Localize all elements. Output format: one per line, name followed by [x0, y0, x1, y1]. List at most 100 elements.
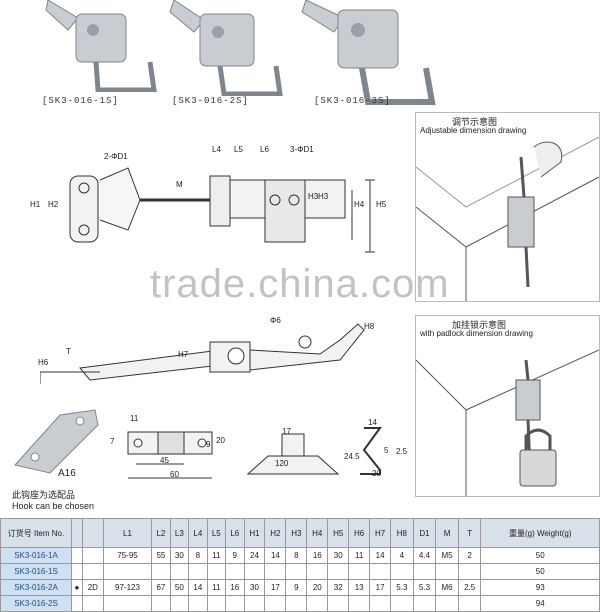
hook-note-cn: 此钩座为选配品 — [12, 491, 76, 501]
dim-c-5: 5 — [384, 446, 389, 455]
table-header-cell: D1 — [412, 518, 437, 548]
dim-h3-a: H3 — [308, 192, 319, 201]
part-b-drawing — [246, 433, 340, 475]
table-cell: 20 — [306, 579, 329, 596]
table-header-cell: M — [435, 518, 459, 548]
table-header-cell: L2 — [151, 518, 171, 548]
table-cell: 24 — [243, 547, 266, 564]
table-cell — [390, 595, 414, 612]
table-header-cell: 订货号 Item No. — [0, 518, 72, 548]
product-photo-3 — [298, 0, 438, 106]
table-cell — [285, 595, 308, 612]
table-cell: 16 — [225, 579, 245, 596]
item-number-cell: SK3-016-1S — [0, 563, 72, 580]
table-header-cell: H6 — [348, 518, 371, 548]
dim-h4: H4 — [354, 200, 365, 209]
dim-a-7: 7 — [110, 437, 115, 446]
table-cell — [369, 595, 392, 612]
table-cell — [188, 563, 208, 580]
dim-a-11: 11 — [130, 414, 139, 423]
table-cell: 50 — [480, 563, 600, 580]
product-caption-3: [SK3-016-3S] — [314, 96, 391, 106]
table-header-cell: L6 — [225, 518, 245, 548]
table-header-cell: H7 — [369, 518, 392, 548]
table-cell — [102, 595, 153, 612]
latch-photo-3-icon — [301, 0, 436, 105]
table-cell: 9 — [285, 579, 308, 596]
table-cell: 14 — [264, 547, 287, 564]
table-header-cell: H1 — [243, 518, 266, 548]
table-cell — [71, 595, 83, 612]
dim-b-17: 17 — [282, 427, 291, 436]
table-cell: 16 — [306, 547, 329, 564]
item-number-cell: SK3-016-1A — [0, 547, 72, 564]
dim-h7: H7 — [178, 350, 189, 359]
table-header-cell: L3 — [169, 518, 190, 548]
table-cell: 11 — [206, 579, 227, 596]
table-cell: 30 — [327, 547, 350, 564]
dim-a-45: 45 — [160, 456, 169, 465]
table-cell: 4 — [390, 547, 414, 564]
table-header-cell — [81, 518, 104, 548]
table-header-cell: H3 — [285, 518, 308, 548]
table-row: SK3-016-1S 50 — [0, 563, 600, 580]
table-cell: 14 — [369, 547, 392, 564]
part-c-drawing — [360, 427, 382, 475]
box-adjust-illustration-icon — [416, 137, 599, 301]
table-cell: 9 — [225, 547, 245, 564]
dim-l5: L5 — [234, 145, 243, 154]
table-cell — [348, 595, 371, 612]
dim-b-120: 120 — [275, 459, 289, 468]
table-header-cell: H8 — [390, 518, 414, 548]
dim-h6: H6 — [38, 358, 49, 367]
item-number-cell: SK3-016-2S — [0, 595, 72, 612]
table-cell: M5 — [435, 547, 459, 564]
table-cell — [243, 595, 266, 612]
table-cell — [327, 563, 350, 580]
item-number-cell: SK3-016-2A — [0, 579, 72, 596]
table-cell: 94 — [480, 595, 600, 612]
padlock-panel: 加挂锁示意图 with padlock dimension drawing — [415, 315, 600, 497]
table-cell — [457, 595, 482, 612]
box-padlock-illustration-icon — [416, 349, 599, 496]
table-cell — [457, 563, 482, 580]
dim-c-20: 20 — [372, 469, 381, 478]
adjust-panel: 调节示意图 Adjustable dimension drawing — [415, 112, 600, 302]
table-cell — [390, 563, 414, 580]
table-cell: 55 — [151, 547, 171, 564]
table-cell — [264, 595, 287, 612]
part-a-drawing — [127, 431, 213, 479]
table-cell: 50 — [480, 547, 600, 564]
table-cell: 2 — [457, 547, 482, 564]
table-cell: M6 — [435, 579, 459, 596]
table-cell — [169, 563, 190, 580]
padlock-title-cn: 加挂锁示意图 — [452, 321, 507, 331]
table-cell — [81, 547, 104, 564]
table-cell — [327, 595, 350, 612]
dim-l6: L6 — [260, 145, 269, 154]
table-header-cell: H4 — [306, 518, 329, 548]
table-cell — [225, 595, 245, 612]
table-row: SK3-016-2S 94 — [0, 595, 600, 612]
table-cell — [225, 563, 245, 580]
table-cell: ● — [71, 579, 83, 596]
latch-photo-2-icon — [169, 0, 283, 97]
table-cell — [71, 563, 83, 580]
table-cell: 5.3 — [412, 579, 437, 596]
adjust-title-cn: 调节示意图 — [452, 118, 498, 128]
table-header-cell: L1 — [102, 518, 153, 548]
table-cell: 75-95 — [102, 547, 153, 564]
table-cell — [285, 563, 308, 580]
table-cell — [169, 595, 190, 612]
dim-a-60: 60 — [170, 470, 179, 479]
table-header-cell — [71, 518, 83, 548]
table-cell — [102, 563, 153, 580]
dim-c-14: 14 — [368, 418, 377, 427]
table-cell: 67 — [151, 579, 171, 596]
dim-3-phi-d1: 3-ΦD1 — [290, 145, 314, 154]
dim-c-2-5: 2.5 — [396, 447, 408, 456]
table-cell: 2.5 — [457, 579, 482, 596]
dim-h5: H5 — [376, 200, 387, 209]
table-cell: 30 — [169, 547, 190, 564]
